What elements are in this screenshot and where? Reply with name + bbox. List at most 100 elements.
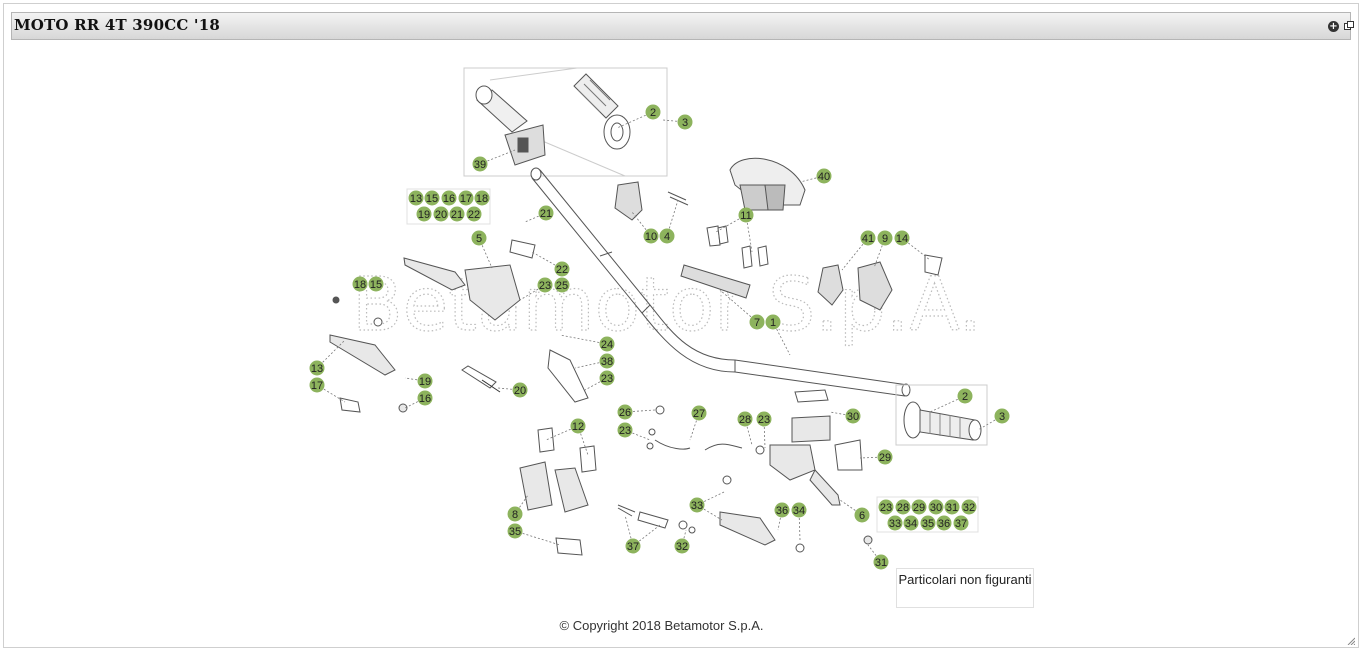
- part-callout[interactable]: 26: [617, 404, 633, 420]
- restore-window-icon[interactable]: [1344, 21, 1355, 32]
- part-callout[interactable]: 5: [471, 230, 487, 246]
- part-callout[interactable]: 23: [617, 422, 633, 438]
- part-callout[interactable]: 28: [737, 411, 753, 427]
- callout-marker[interactable]: [816, 168, 832, 184]
- part-callout[interactable]: 15: [368, 276, 384, 292]
- part-callout[interactable]: 16: [417, 390, 433, 406]
- callout-marker[interactable]: [538, 205, 554, 221]
- callout-marker[interactable]: [570, 418, 586, 434]
- callout-marker[interactable]: [936, 515, 952, 531]
- part-callout[interactable]: 41: [860, 230, 876, 246]
- callout-marker[interactable]: [599, 370, 615, 386]
- part-callout[interactable]: 29: [911, 499, 927, 515]
- part-callout[interactable]: 34: [903, 515, 919, 531]
- part-callout[interactable]: 29: [877, 449, 893, 465]
- callout-marker[interactable]: [877, 449, 893, 465]
- callout-marker[interactable]: [617, 404, 633, 420]
- callout-marker[interactable]: [674, 538, 690, 554]
- callout-marker[interactable]: [471, 230, 487, 246]
- callout-marker[interactable]: [957, 388, 973, 404]
- part-callout[interactable]: 39: [472, 156, 488, 172]
- part-callout[interactable]: 25: [554, 277, 570, 293]
- callout-marker[interactable]: [645, 104, 661, 120]
- callout-marker[interactable]: [877, 230, 893, 246]
- part-callout[interactable]: 35: [920, 515, 936, 531]
- part-callout[interactable]: 34: [791, 502, 807, 518]
- part-callout[interactable]: 33: [887, 515, 903, 531]
- part-callout[interactable]: 14: [894, 230, 910, 246]
- part-callout[interactable]: 19: [417, 373, 433, 389]
- part-callout[interactable]: 19: [416, 206, 432, 222]
- callout-marker[interactable]: [458, 190, 474, 206]
- callout-marker[interactable]: [928, 499, 944, 515]
- part-callout[interactable]: 32: [961, 499, 977, 515]
- part-callout[interactable]: 16: [441, 190, 457, 206]
- part-callout[interactable]: 32: [674, 538, 690, 554]
- part-callout[interactable]: 2: [645, 104, 661, 120]
- callout-marker[interactable]: [659, 228, 675, 244]
- callout-marker[interactable]: [537, 277, 553, 293]
- part-callout[interactable]: 3: [994, 408, 1010, 424]
- part-callout[interactable]: 31: [944, 499, 960, 515]
- callout-marker[interactable]: [417, 373, 433, 389]
- part-callout[interactable]: 15: [424, 190, 440, 206]
- callout-marker[interactable]: [309, 377, 325, 393]
- callout-marker[interactable]: [765, 314, 781, 330]
- callout-marker[interactable]: [953, 515, 969, 531]
- part-callout[interactable]: 21: [449, 206, 465, 222]
- part-callout[interactable]: 30: [928, 499, 944, 515]
- callout-marker[interactable]: [920, 515, 936, 531]
- resize-handle-icon[interactable]: [1347, 637, 1355, 645]
- callout-marker[interactable]: [878, 499, 894, 515]
- part-callout[interactable]: 23: [878, 499, 894, 515]
- part-callout[interactable]: 23: [537, 277, 553, 293]
- callout-marker[interactable]: [749, 314, 765, 330]
- part-callout[interactable]: 40: [816, 168, 832, 184]
- part-callout[interactable]: 1: [765, 314, 781, 330]
- callout-marker[interactable]: [466, 206, 482, 222]
- callout-marker[interactable]: [416, 206, 432, 222]
- callout-marker[interactable]: [860, 230, 876, 246]
- callout-marker[interactable]: [512, 382, 528, 398]
- callout-marker[interactable]: [599, 353, 615, 369]
- part-callout[interactable]: 27: [691, 405, 707, 421]
- part-callout[interactable]: 24: [599, 336, 615, 352]
- callout-marker[interactable]: [944, 499, 960, 515]
- part-callout[interactable]: 31: [873, 554, 889, 570]
- callout-marker[interactable]: [895, 499, 911, 515]
- callout-marker[interactable]: [903, 515, 919, 531]
- callout-marker[interactable]: [643, 228, 659, 244]
- part-callout[interactable]: 8: [507, 506, 523, 522]
- callout-marker[interactable]: [738, 207, 754, 223]
- part-callout[interactable]: 37: [625, 538, 641, 554]
- part-callout[interactable]: 35: [507, 523, 523, 539]
- callout-marker[interactable]: [689, 497, 705, 513]
- part-callout[interactable]: 18: [352, 276, 368, 292]
- part-callout[interactable]: 9: [877, 230, 893, 246]
- callout-marker[interactable]: [774, 502, 790, 518]
- part-callout[interactable]: 21: [538, 205, 554, 221]
- part-callout[interactable]: 13: [309, 360, 325, 376]
- part-callout[interactable]: 18: [474, 190, 490, 206]
- part-callout[interactable]: 20: [512, 382, 528, 398]
- part-callout[interactable]: 4: [659, 228, 675, 244]
- callout-marker[interactable]: [408, 190, 424, 206]
- callout-marker[interactable]: [368, 276, 384, 292]
- callout-marker[interactable]: [625, 538, 641, 554]
- part-callout[interactable]: 36: [936, 515, 952, 531]
- part-callout[interactable]: 22: [554, 261, 570, 277]
- callout-marker[interactable]: [507, 506, 523, 522]
- callout-marker[interactable]: [449, 206, 465, 222]
- callout-marker[interactable]: [352, 276, 368, 292]
- callout-marker[interactable]: [994, 408, 1010, 424]
- part-callout[interactable]: 11: [738, 207, 754, 223]
- callout-marker[interactable]: [433, 206, 449, 222]
- part-callout[interactable]: 13: [408, 190, 424, 206]
- callout-marker[interactable]: [309, 360, 325, 376]
- callout-marker[interactable]: [417, 390, 433, 406]
- callout-marker[interactable]: [474, 190, 490, 206]
- callout-marker[interactable]: [424, 190, 440, 206]
- part-callout[interactable]: 3: [677, 114, 693, 130]
- part-callout[interactable]: 30: [845, 408, 861, 424]
- part-callout[interactable]: 37: [953, 515, 969, 531]
